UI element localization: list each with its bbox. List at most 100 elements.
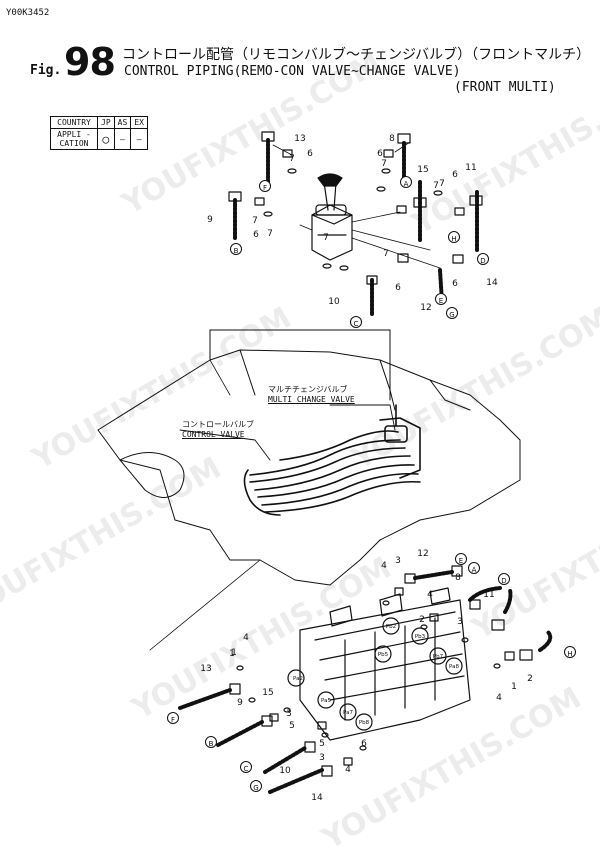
label-text: 1	[511, 682, 517, 692]
bottom-part-number-2: 2	[527, 674, 533, 684]
label-text: E	[439, 297, 443, 305]
ref-circle	[455, 553, 467, 565]
port-label-pa7: Pa7	[343, 710, 353, 716]
label-text: 11	[465, 163, 476, 173]
label-text: 15	[417, 165, 428, 175]
label-text: E	[459, 557, 463, 565]
label-text: C	[354, 320, 359, 328]
label-text: 1	[229, 649, 235, 659]
top-part-number-14: 14	[486, 278, 498, 288]
label-text: 4	[345, 765, 351, 775]
label-text: 7	[267, 229, 273, 239]
label-text: 10	[328, 297, 340, 307]
port-label-pb5: Pb5	[378, 652, 389, 658]
label-text: 4	[381, 561, 387, 571]
label-text: D	[480, 257, 485, 265]
bottom-part-number-1: 1	[229, 649, 235, 659]
label-text: 7	[289, 154, 295, 164]
as-mark: —	[113, 128, 132, 150]
bottom-part-number-5: 5	[319, 739, 325, 749]
label-text: H	[567, 650, 572, 658]
bottom-part-number-5: 5	[289, 721, 295, 731]
label-text: F	[263, 184, 267, 192]
bottom-circled-ref-h: H	[564, 646, 576, 658]
ref-circle	[350, 316, 362, 328]
bottom-circled-ref-b: B	[205, 736, 217, 748]
label-text: 14	[311, 793, 323, 803]
ref-circle	[448, 231, 460, 243]
top-part-number-7: 7	[439, 179, 445, 189]
ref-circle	[564, 646, 576, 658]
control-valve-exploded	[287, 587, 471, 741]
control-valve-label-jp: コントロールバルブ	[182, 420, 254, 429]
bottom-part-number-1: 1	[231, 648, 237, 658]
label-text: 8	[389, 134, 395, 144]
top-circled-ref-a: A	[400, 176, 412, 188]
ref-circle	[435, 293, 447, 305]
bottom-part-number-4: 4	[427, 590, 433, 600]
label-text: 13	[294, 134, 305, 144]
label-text: 6	[307, 149, 313, 159]
figure-prefix: Fig.	[30, 63, 62, 78]
bottom-hoses	[178, 570, 553, 794]
label-text: 12	[417, 549, 428, 559]
label-text: 2	[419, 615, 425, 625]
label-text: G	[449, 311, 454, 319]
top-circled-ref-h: H	[448, 231, 460, 243]
label-text: F	[171, 716, 175, 724]
top-part-number-7: 7	[323, 233, 329, 243]
top-part-number-12: 12	[420, 303, 431, 313]
port-label-pb3: Pb3	[415, 634, 426, 640]
label-text: 12	[420, 303, 431, 313]
ref-circle	[259, 180, 271, 192]
label-text: G	[253, 784, 258, 792]
top-circled-ref-b: B	[230, 243, 242, 255]
bottom-circled-ref-f: F	[167, 712, 179, 724]
title-japanese: コントロール配管（リモコンバルブ〜チェンジバルブ）（フロントマルチ）	[122, 47, 591, 63]
label-text: 3	[286, 709, 292, 719]
hose-bundle	[243, 404, 421, 516]
top-part-number-6: 6	[377, 149, 383, 159]
top-part-number-9: 9	[207, 215, 213, 225]
ref-circle	[477, 253, 489, 265]
label-text: 11	[483, 590, 494, 600]
label-text: 3	[319, 753, 325, 763]
top-part-number-10: 10	[328, 297, 340, 307]
ref-circle	[205, 736, 217, 748]
label-text: C	[244, 765, 249, 773]
bottom-part-number-12: 12	[417, 549, 428, 559]
top-part-number-7: 7	[383, 249, 389, 259]
bottom-part-number-14: 14	[311, 793, 323, 803]
top-part-number-7: 7	[267, 229, 273, 239]
bottom-part-number-15: 15	[262, 688, 273, 698]
label-text: 7	[439, 179, 445, 189]
ref-circle	[446, 307, 458, 319]
top-part-number-7: 7	[289, 154, 295, 164]
top-part-number-8: 8	[389, 134, 395, 144]
port-label-pb8: Pb8	[359, 720, 370, 726]
bottom-part-number-3: 3	[395, 556, 401, 566]
bottom-part-number-3: 3	[286, 709, 292, 719]
label-text: 6	[395, 283, 401, 293]
label-text: 6	[377, 149, 383, 159]
label-text: 9	[237, 698, 243, 708]
label-text: H	[451, 235, 456, 243]
label-text: B	[234, 247, 239, 255]
top-circled-ref-g: G	[446, 307, 458, 319]
label-text: 3	[457, 617, 463, 627]
ref-circle	[400, 176, 412, 188]
label-text: A	[472, 566, 477, 574]
bottom-part-number-8: 8	[455, 573, 461, 583]
bottom-part-number-4: 4	[496, 693, 502, 703]
ref-circle	[230, 243, 242, 255]
figure-number: 98	[64, 40, 116, 84]
label-text: D	[501, 577, 506, 585]
bottom-part-number-6: 6	[361, 739, 367, 749]
bottom-part-number-11: 11	[483, 590, 494, 600]
label-text: B	[209, 740, 214, 748]
ex-mark: —	[130, 128, 148, 150]
label-text: 10	[279, 766, 291, 776]
